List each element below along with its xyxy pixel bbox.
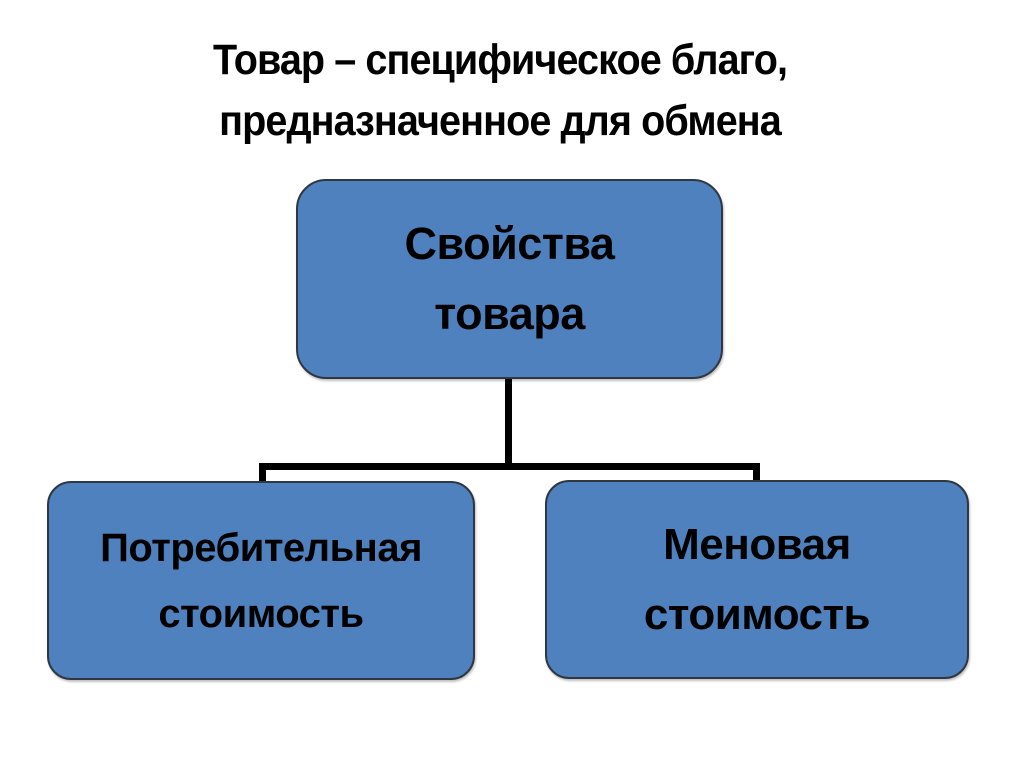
node-exchange-value-line-2: стоимость: [643, 589, 871, 639]
connector-root-vertical: [505, 378, 512, 464]
node-goods-properties-line-2: товара: [434, 288, 585, 339]
node-use-value: Потребительная стоимость: [47, 481, 475, 680]
connector-stub-left: [259, 463, 266, 482]
node-use-value-line-1: Потребительная: [100, 525, 422, 570]
node-goods-properties-line-1: Свойства: [404, 218, 615, 269]
node-use-value-line-2: стоимость: [158, 591, 364, 636]
node-goods-properties: Свойства товара: [296, 179, 723, 379]
node-exchange-value: Меновая стоимость: [545, 480, 969, 679]
connector-horizontal-bar: [259, 463, 760, 470]
slide-title: Товар – специфическое благо, предназначе…: [40, 30, 960, 152]
connector-stub-right: [753, 463, 760, 482]
node-exchange-value-line-1: Меновая: [663, 519, 851, 569]
slide-title-line-1: Товар – специфическое благо,: [212, 36, 788, 84]
slide-title-line-2: предназначенное для обмена: [219, 97, 782, 145]
